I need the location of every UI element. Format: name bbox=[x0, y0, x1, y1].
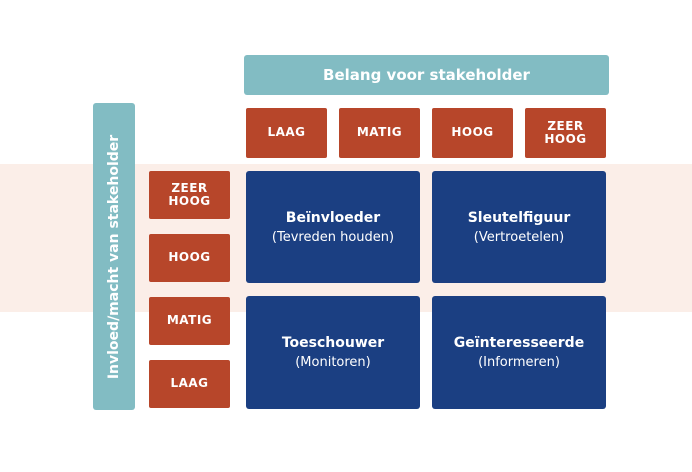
column-header-matig: MATIG bbox=[339, 108, 420, 158]
row-header-zeer-hoog: ZEER HOOG bbox=[149, 171, 230, 219]
row-header-laag: LAAG bbox=[149, 360, 230, 408]
quadrant-subtitle: (Tevreden houden) bbox=[271, 229, 395, 245]
quadrant-subtitle: (Vertroetelen) bbox=[473, 229, 565, 245]
row-header-matig: MATIG bbox=[149, 297, 230, 345]
importance-axis-label: Belang voor stakeholder bbox=[323, 66, 530, 84]
quadrant-top-right: Sleutelfiguur (Vertroetelen) bbox=[432, 171, 606, 283]
quadrant-title: Sleutelfiguur bbox=[467, 209, 571, 226]
column-header-hoog: HOOG bbox=[432, 108, 513, 158]
influence-axis-banner: Invloed/macht van stakeholder bbox=[93, 103, 135, 410]
quadrant-bottom-right: Geïnteresseerde (Informeren) bbox=[432, 296, 606, 409]
row-header-hoog: HOOG bbox=[149, 234, 230, 282]
influence-axis-label: Invloed/macht van stakeholder bbox=[106, 134, 122, 379]
quadrant-subtitle: (Informeren) bbox=[478, 355, 560, 370]
quadrant-bottom-left: Toeschouwer (Monitoren) bbox=[246, 296, 420, 409]
quadrant-title: Geïnteresseerde bbox=[453, 335, 585, 351]
column-header-laag: LAAG bbox=[246, 108, 327, 158]
quadrant-title: Beïnvloeder bbox=[285, 209, 381, 226]
quadrant-top-left: Beïnvloeder (Tevreden houden) bbox=[246, 171, 420, 283]
quadrant-subtitle: (Monitoren) bbox=[295, 355, 371, 370]
column-header-zeer-hoog: ZEER HOOG bbox=[525, 108, 606, 158]
quadrant-title: Toeschouwer bbox=[281, 335, 385, 351]
importance-axis-banner: Belang voor stakeholder bbox=[244, 55, 609, 95]
